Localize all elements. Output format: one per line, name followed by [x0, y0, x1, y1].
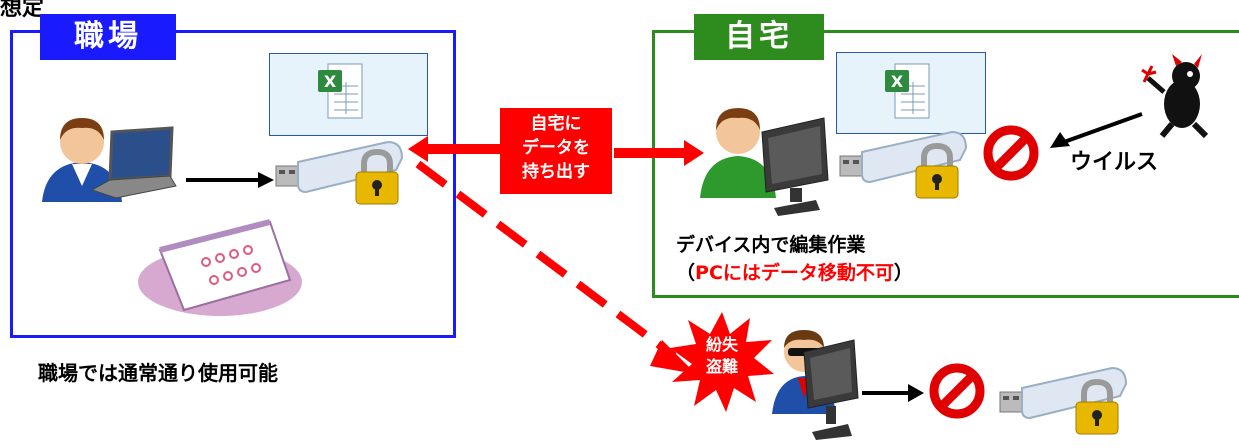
- user-icon: [700, 108, 776, 198]
- takeout-arrow: [614, 140, 704, 166]
- virus-devil-icon: [1141, 54, 1209, 139]
- notepad-icon: [138, 219, 302, 316]
- svg-text:X: X: [324, 72, 337, 91]
- callout-line1: 自宅に: [530, 114, 582, 134]
- padlock-icon: [915, 142, 959, 199]
- laptop-icon: [90, 126, 177, 199]
- paren-close: ）: [893, 262, 913, 284]
- home-caption-line2: （PCにはデータ移動不可）: [676, 258, 913, 285]
- home-caption-line1: デバイス内で編集作業: [676, 234, 866, 256]
- home-caption-restriction: PCにはデータ移動不可: [695, 262, 894, 284]
- callout-line2: データを: [522, 138, 590, 158]
- virus-arrow: [1050, 112, 1143, 148]
- loss-line1: 紛失: [705, 335, 738, 354]
- prohibited-icon: [929, 363, 985, 419]
- home-frame: [652, 30, 1239, 298]
- home-tab: 自宅: [694, 14, 824, 60]
- excel-file-icon: X: [318, 63, 363, 119]
- padlock-icon: [1075, 378, 1119, 435]
- svg-text:X: X: [891, 72, 904, 91]
- prohibited-icon: [983, 125, 1039, 181]
- paren-open: （: [676, 262, 696, 284]
- takeout-callout: 自宅に データを 持ち出す: [500, 108, 612, 194]
- excel-file-icon: X: [885, 63, 930, 119]
- padlock-icon: [355, 148, 399, 205]
- monitor-icon: [761, 117, 829, 216]
- office-tab: 職場: [40, 14, 176, 60]
- virus-label: ウイルス: [1070, 150, 1159, 175]
- return-arrow: [408, 136, 502, 162]
- loss-label: 紛失 盗難: [700, 334, 744, 378]
- office-frame: [10, 30, 456, 338]
- diagram-header-label: 想定: [0, 0, 45, 21]
- explosion-icon: [670, 312, 774, 412]
- flow-arrow: [186, 172, 274, 188]
- callout-line3: 持ち出す: [522, 162, 590, 182]
- office-caption: 職場では通常通り使用可能: [38, 361, 278, 385]
- monitor-icon: [803, 339, 859, 440]
- loss-line2: 盗難: [705, 357, 738, 376]
- loss-dashed-arrow: [415, 160, 696, 374]
- loss-flow-arrow: [862, 384, 924, 402]
